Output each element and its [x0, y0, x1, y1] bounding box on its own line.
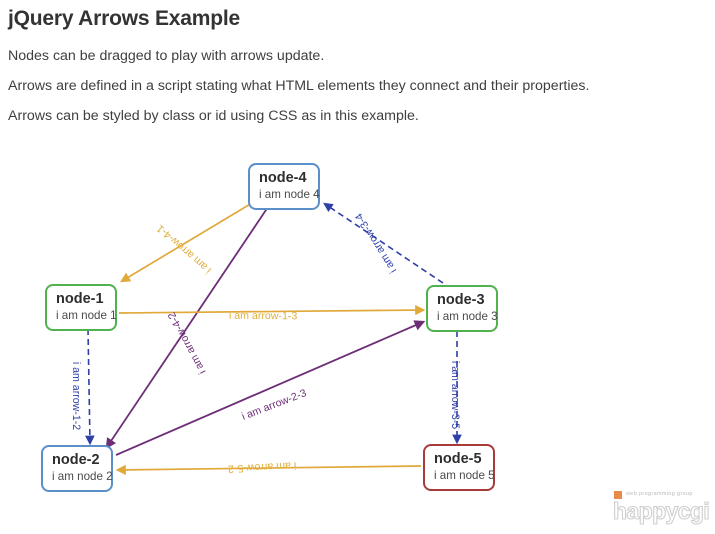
site-logo[interactable]: web programming group happycgi — [612, 491, 710, 525]
node-2-title: node-2 — [52, 452, 100, 468]
arrow-label-2-3: i am arrow-2-3 — [240, 387, 309, 423]
arrow-label-1-3: i am arrow-1-3 — [228, 309, 298, 323]
logo-wordmark: happycgi — [612, 498, 710, 524]
node-5[interactable]: node-5 i am node 5 — [423, 444, 495, 491]
node-4-title: node-4 — [259, 170, 307, 186]
page-title: jQuery Arrows Example — [8, 7, 240, 30]
node-2[interactable]: node-2 i am node 2 — [41, 445, 113, 492]
arrow-label-4-2: i am arrow-4-2 — [165, 310, 209, 376]
node-1[interactable]: node-1 i am node 1 — [45, 284, 117, 331]
node-5-subtitle: i am node 5 — [434, 469, 495, 482]
arrow-label-3-4: i am arrow-3-4 — [352, 210, 400, 276]
node-4-subtitle: i am node 4 — [259, 188, 320, 201]
intro-line: Nodes can be dragged to play with arrows… — [8, 48, 325, 64]
arrow-label-5-2: i am arrow-5-2 — [227, 459, 297, 475]
arrow-2-3 — [115, 320, 426, 456]
arrow-1-2 — [85, 328, 95, 446]
intro-line: Arrows are defined in a script stating w… — [8, 78, 590, 94]
logo-swatch-icon — [614, 491, 622, 499]
arrow-label-3-5: i am arrow-3-5 — [449, 360, 462, 430]
node-4[interactable]: node-4 i am node 4 — [248, 163, 320, 210]
node-5-title: node-5 — [434, 451, 482, 467]
arrow-4-1 — [119, 202, 253, 283]
logo-tagline: web programming group — [626, 491, 693, 497]
arrow-label-4-1: i am arrow-4-1 — [154, 222, 214, 276]
node-1-title: node-1 — [56, 291, 104, 307]
node-1-subtitle: i am node 1 — [56, 309, 117, 322]
node-2-subtitle: i am node 2 — [52, 470, 113, 483]
node-3[interactable]: node-3 i am node 3 — [426, 285, 498, 332]
arrow-label-1-2: i am arrow-1-2 — [70, 361, 83, 431]
intro-line: Arrows can be styled by class or id usin… — [8, 108, 419, 124]
node-3-subtitle: i am node 3 — [437, 310, 498, 323]
node-3-title: node-3 — [437, 292, 485, 308]
